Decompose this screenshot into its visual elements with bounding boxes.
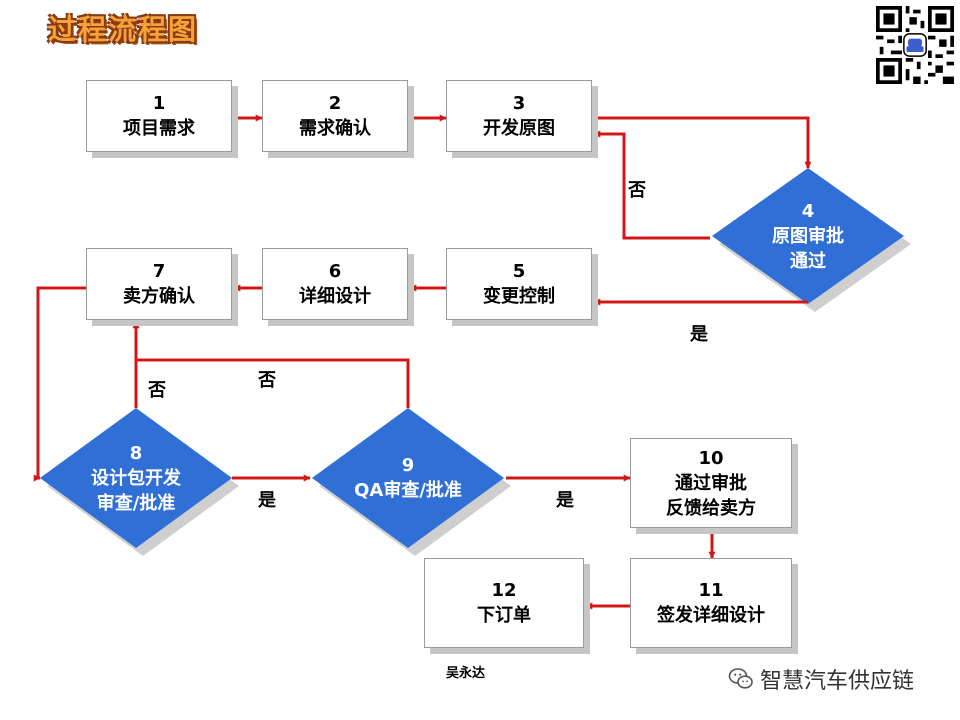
edge-7-to-8 [33, 286, 86, 482]
step-7-label: 卖方确认 [123, 286, 195, 307]
step-5-number: 5 [512, 261, 526, 282]
edge-label-9-no: 否 [258, 370, 276, 391]
step-10-label-line-2: 反馈给卖方 [666, 497, 756, 519]
qr-code-icon [876, 6, 954, 84]
author-signature: 吴永达 [446, 666, 486, 681]
step-2-number: 2 [328, 93, 342, 114]
step-6-label: 详细设计 [299, 286, 371, 307]
edge-label-4-no: 否 [628, 180, 646, 201]
step-7-number: 7 [152, 261, 166, 282]
edge-9-no-to-7 [136, 358, 410, 408]
decision-9-number: 9 [401, 455, 415, 476]
step-6-box: 6 详细设计 [262, 248, 408, 320]
step-1-box: 1 项目需求 [86, 80, 232, 152]
decision-8-label-line-2: 审查/批准 [96, 492, 176, 514]
step-3-box: 3 开发原图 [446, 80, 592, 152]
step-1-label: 项目需求 [123, 118, 195, 139]
decision-9-diamond [312, 408, 504, 548]
edge-label-9-yes: 是 [556, 490, 574, 511]
decision-8-diamond [40, 408, 232, 548]
step-5-box: 5 变更控制 [446, 248, 592, 320]
brand-watermark: 智慧汽车供应链 [728, 663, 914, 695]
step-2-box: 2 需求确认 [262, 80, 408, 152]
step-12-box: 12 下订单 [424, 558, 584, 648]
brand-name: 智慧汽车供应链 [760, 669, 915, 694]
decision-9-text: 9 QA审查/批准 [316, 418, 500, 538]
decision-4-label-line-2: 通过 [790, 250, 826, 272]
step-12-label: 下订单 [477, 605, 531, 626]
step-7-box: 7 卖方确认 [86, 248, 232, 320]
step-10-number: 10 [698, 447, 724, 469]
decision-4-diamond [712, 168, 904, 304]
step-6-number: 6 [328, 261, 342, 282]
step-3-label: 开发原图 [483, 118, 555, 139]
step-11-label: 签发详细设计 [657, 605, 765, 626]
edge-label-4-yes: 是 [690, 324, 708, 345]
step-2-label: 需求确认 [299, 118, 371, 139]
page-title: 过程流程图 [48, 13, 199, 46]
decision-8-text: 8 设计包开发 审查/批准 [44, 418, 228, 538]
step-11-number: 11 [698, 580, 724, 601]
step-1-number: 1 [152, 93, 166, 114]
step-10-label-line-1: 通过审批 [675, 472, 747, 494]
decision-9-label: QA审查/批准 [354, 480, 462, 501]
decision-8-number: 8 [129, 442, 143, 464]
decision-8-label-line-1: 设计包开发 [91, 467, 181, 489]
edge-3-to-4 [592, 116, 812, 169]
step-5-label: 变更控制 [483, 286, 555, 307]
edge-label-8-yes: 是 [258, 490, 276, 511]
step-11-box: 11 签发详细设计 [630, 558, 792, 648]
step-12-number: 12 [491, 580, 517, 601]
edge-4-no-to-3 [593, 130, 710, 240]
decision-4-text: 4 原图审批 通过 [716, 178, 900, 294]
edge-label-8-no: 否 [148, 380, 166, 401]
decision-4-label-line-1: 原图审批 [772, 225, 844, 247]
decision-4-number: 4 [801, 200, 815, 222]
step-10-box: 10 通过审批 反馈给卖方 [630, 438, 792, 528]
step-3-number: 3 [512, 93, 526, 114]
wechat-icon [728, 668, 753, 689]
